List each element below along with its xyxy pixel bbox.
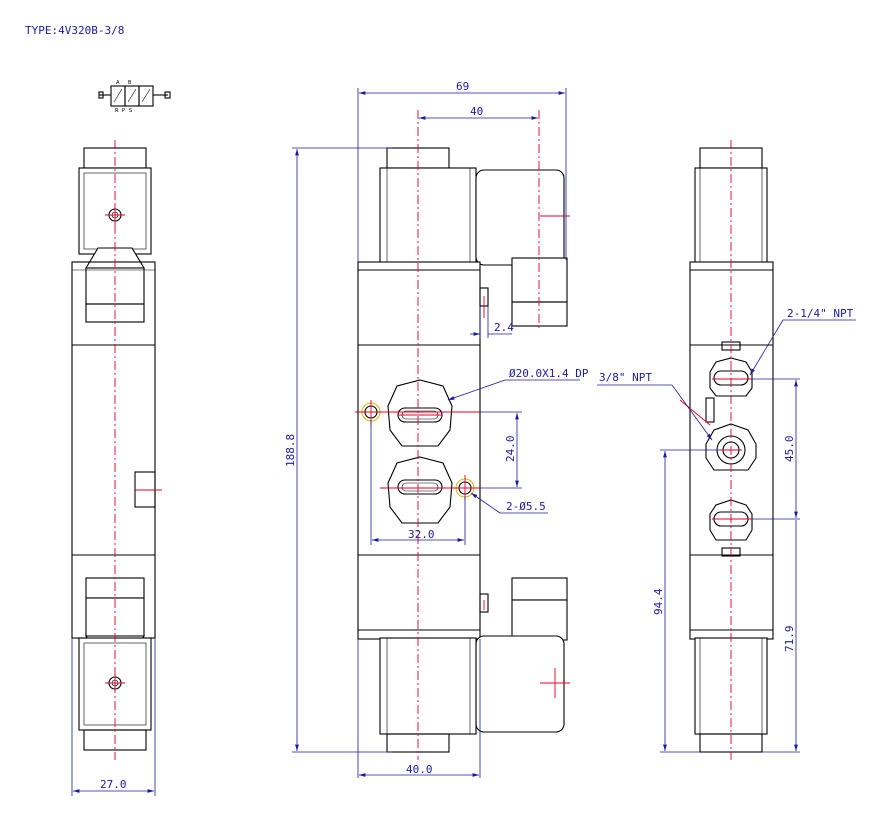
front-body xyxy=(357,261,481,640)
dim-port-horizontal: 32.0 xyxy=(408,528,435,541)
dim-inlet-height: 94.4 xyxy=(652,588,665,615)
dim-body-width: 40.0 xyxy=(406,763,433,776)
svg-text:R: R xyxy=(115,108,119,114)
dim-coil-spacing: 40 xyxy=(470,105,483,118)
right-side-view: 2-1/4" NPT 3/8" NPT 45.0 71.9 94.4 xyxy=(597,140,856,760)
dim-port-diameter: Ø20.0X1.4 DP xyxy=(509,367,589,380)
dim-port-vertical: 24.0 xyxy=(504,436,517,463)
svg-text:P: P xyxy=(122,108,125,114)
dim-overall-height: 188.8 xyxy=(284,434,297,467)
dim-mount-holes: 2-Ø5.5 xyxy=(506,500,546,513)
dim-offset-small: 2.4 xyxy=(494,321,514,334)
port-upper xyxy=(387,379,453,447)
dim-port-spacing-side: 45.0 xyxy=(783,436,796,463)
drawing-title: TYPE:4V320B-3/8 xyxy=(25,24,124,37)
svg-text:A: A xyxy=(116,80,120,86)
side-body xyxy=(71,261,156,639)
front-view: 69 40 2.4 Ø20.0X1.4 DP 24.0 32.0 2-Ø5.5 … xyxy=(284,80,589,778)
label-exhaust-ports: 2-1/4" NPT xyxy=(787,307,854,320)
dim-lower-port-height: 71.9 xyxy=(783,626,796,653)
valve-symbol-icon: A B R P S xyxy=(98,80,171,114)
port-lower xyxy=(387,456,453,524)
svg-text:S: S xyxy=(129,108,132,114)
svg-text:B: B xyxy=(128,80,132,86)
dim-overall-width: 69 xyxy=(456,80,469,93)
left-side-view: 27.0 xyxy=(71,140,162,796)
dim-side-width: 27.0 xyxy=(100,778,127,791)
label-inlet-port: 3/8" NPT xyxy=(599,371,652,384)
